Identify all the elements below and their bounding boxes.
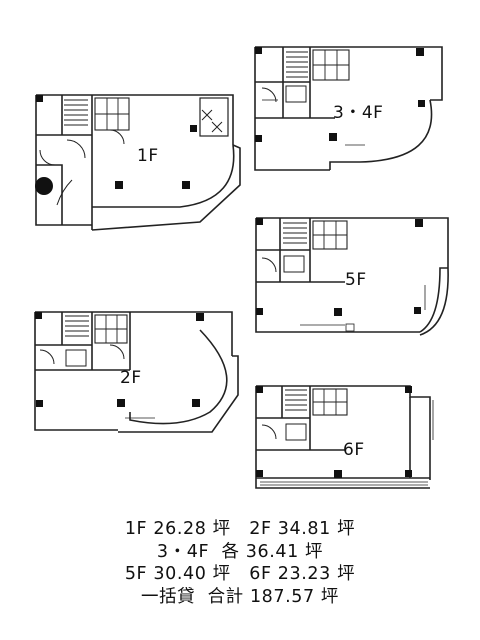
floor-label-2f: 2F — [120, 368, 142, 388]
floor-label-1f: 1F — [137, 146, 159, 166]
floor-label-6f: 6F — [343, 440, 365, 460]
area-line-3-4f: 3・4F 各 36.41 坪 — [156, 541, 324, 562]
area-line-1f-2f: 1F 26.28 坪 2F 34.81 坪 — [124, 519, 356, 539]
area-summary: 1F 26.28 坪 2F 34.81 坪 3・4F 各 36.41 坪 5F … — [0, 518, 480, 608]
floor-plans — [34, 46, 449, 489]
floor-plan-6f — [255, 385, 434, 489]
floor-plan-5f — [255, 217, 449, 336]
area-line-total: 一括貸 合計 187.57 坪 — [140, 586, 340, 607]
area-line-5f-6f: 5F 30.40 坪 6F 23.23 坪 — [124, 564, 356, 584]
floor-plan-3-4f — [254, 46, 443, 171]
floor-label-3-4f: 3・4F — [333, 103, 384, 123]
floor-label-5f: 5F — [345, 270, 367, 290]
floor-plan-2f — [34, 311, 239, 433]
floor-plan-1f — [35, 94, 241, 231]
